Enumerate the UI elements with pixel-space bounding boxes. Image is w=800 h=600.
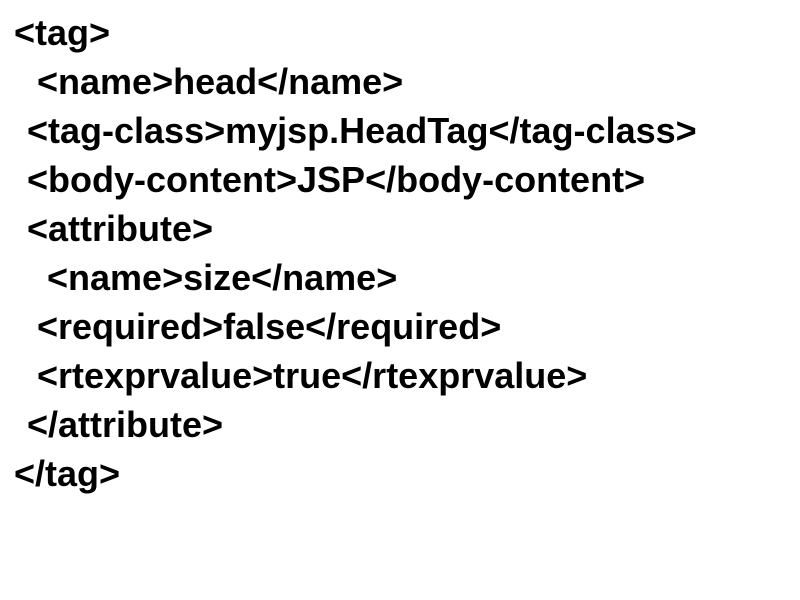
code-line: <tag> [14,12,111,53]
code-line: <name>size</name> [47,257,398,298]
code-line: <required>false</required> [37,306,502,347]
code-line: <rtexprvalue>true</rtexprvalue> [37,355,588,396]
code-line: <body-content>JSP</body-content> [27,159,646,200]
code-line: <name>head</name> [37,61,404,102]
code-line: <tag-class>myjsp.HeadTag</tag-class> [27,110,697,151]
code-line: </tag> [14,453,121,494]
code-block: <tag> <name>head</name> <tag-class>myjsp… [14,12,697,494]
code-line: <attribute> [27,208,214,249]
code-line: </attribute> [27,404,224,445]
